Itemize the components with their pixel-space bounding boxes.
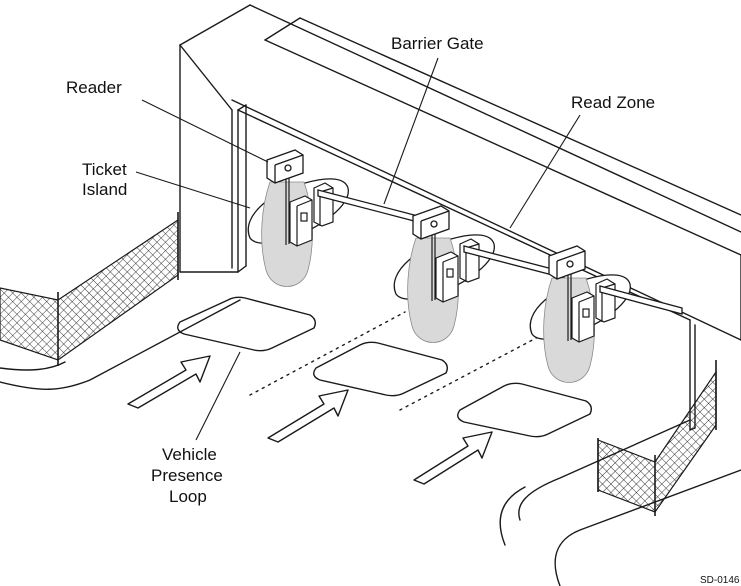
lane-3 bbox=[530, 246, 682, 383]
reader-device bbox=[549, 246, 585, 279]
arrow-icon bbox=[128, 356, 210, 408]
label-loop: Loop bbox=[169, 487, 207, 506]
reader-device bbox=[267, 150, 303, 183]
right-fence bbox=[598, 360, 716, 516]
label-read-zone: Read Zone bbox=[571, 93, 655, 112]
label-island: Island bbox=[82, 180, 127, 199]
loop-2 bbox=[314, 342, 448, 395]
reader-device bbox=[413, 206, 449, 239]
label-reader: Reader bbox=[66, 78, 122, 97]
label-barrier-gate: Barrier Gate bbox=[391, 34, 484, 53]
vehicle-presence-loops bbox=[178, 297, 592, 436]
label-ticket: Ticket bbox=[82, 160, 127, 179]
label-presence: Presence bbox=[151, 466, 223, 485]
left-fence bbox=[0, 212, 178, 366]
lane-1 bbox=[248, 150, 418, 287]
figure-id: SD-0146 bbox=[700, 575, 740, 586]
loop-3 bbox=[458, 383, 592, 436]
leader-lines bbox=[136, 58, 580, 440]
label-vehicle: Vehicle bbox=[162, 445, 217, 464]
loop-1 bbox=[178, 297, 316, 350]
direction-arrows bbox=[128, 356, 492, 484]
right-curb bbox=[500, 420, 741, 586]
arrow-icon bbox=[268, 390, 348, 442]
arrow-icon bbox=[414, 432, 492, 484]
